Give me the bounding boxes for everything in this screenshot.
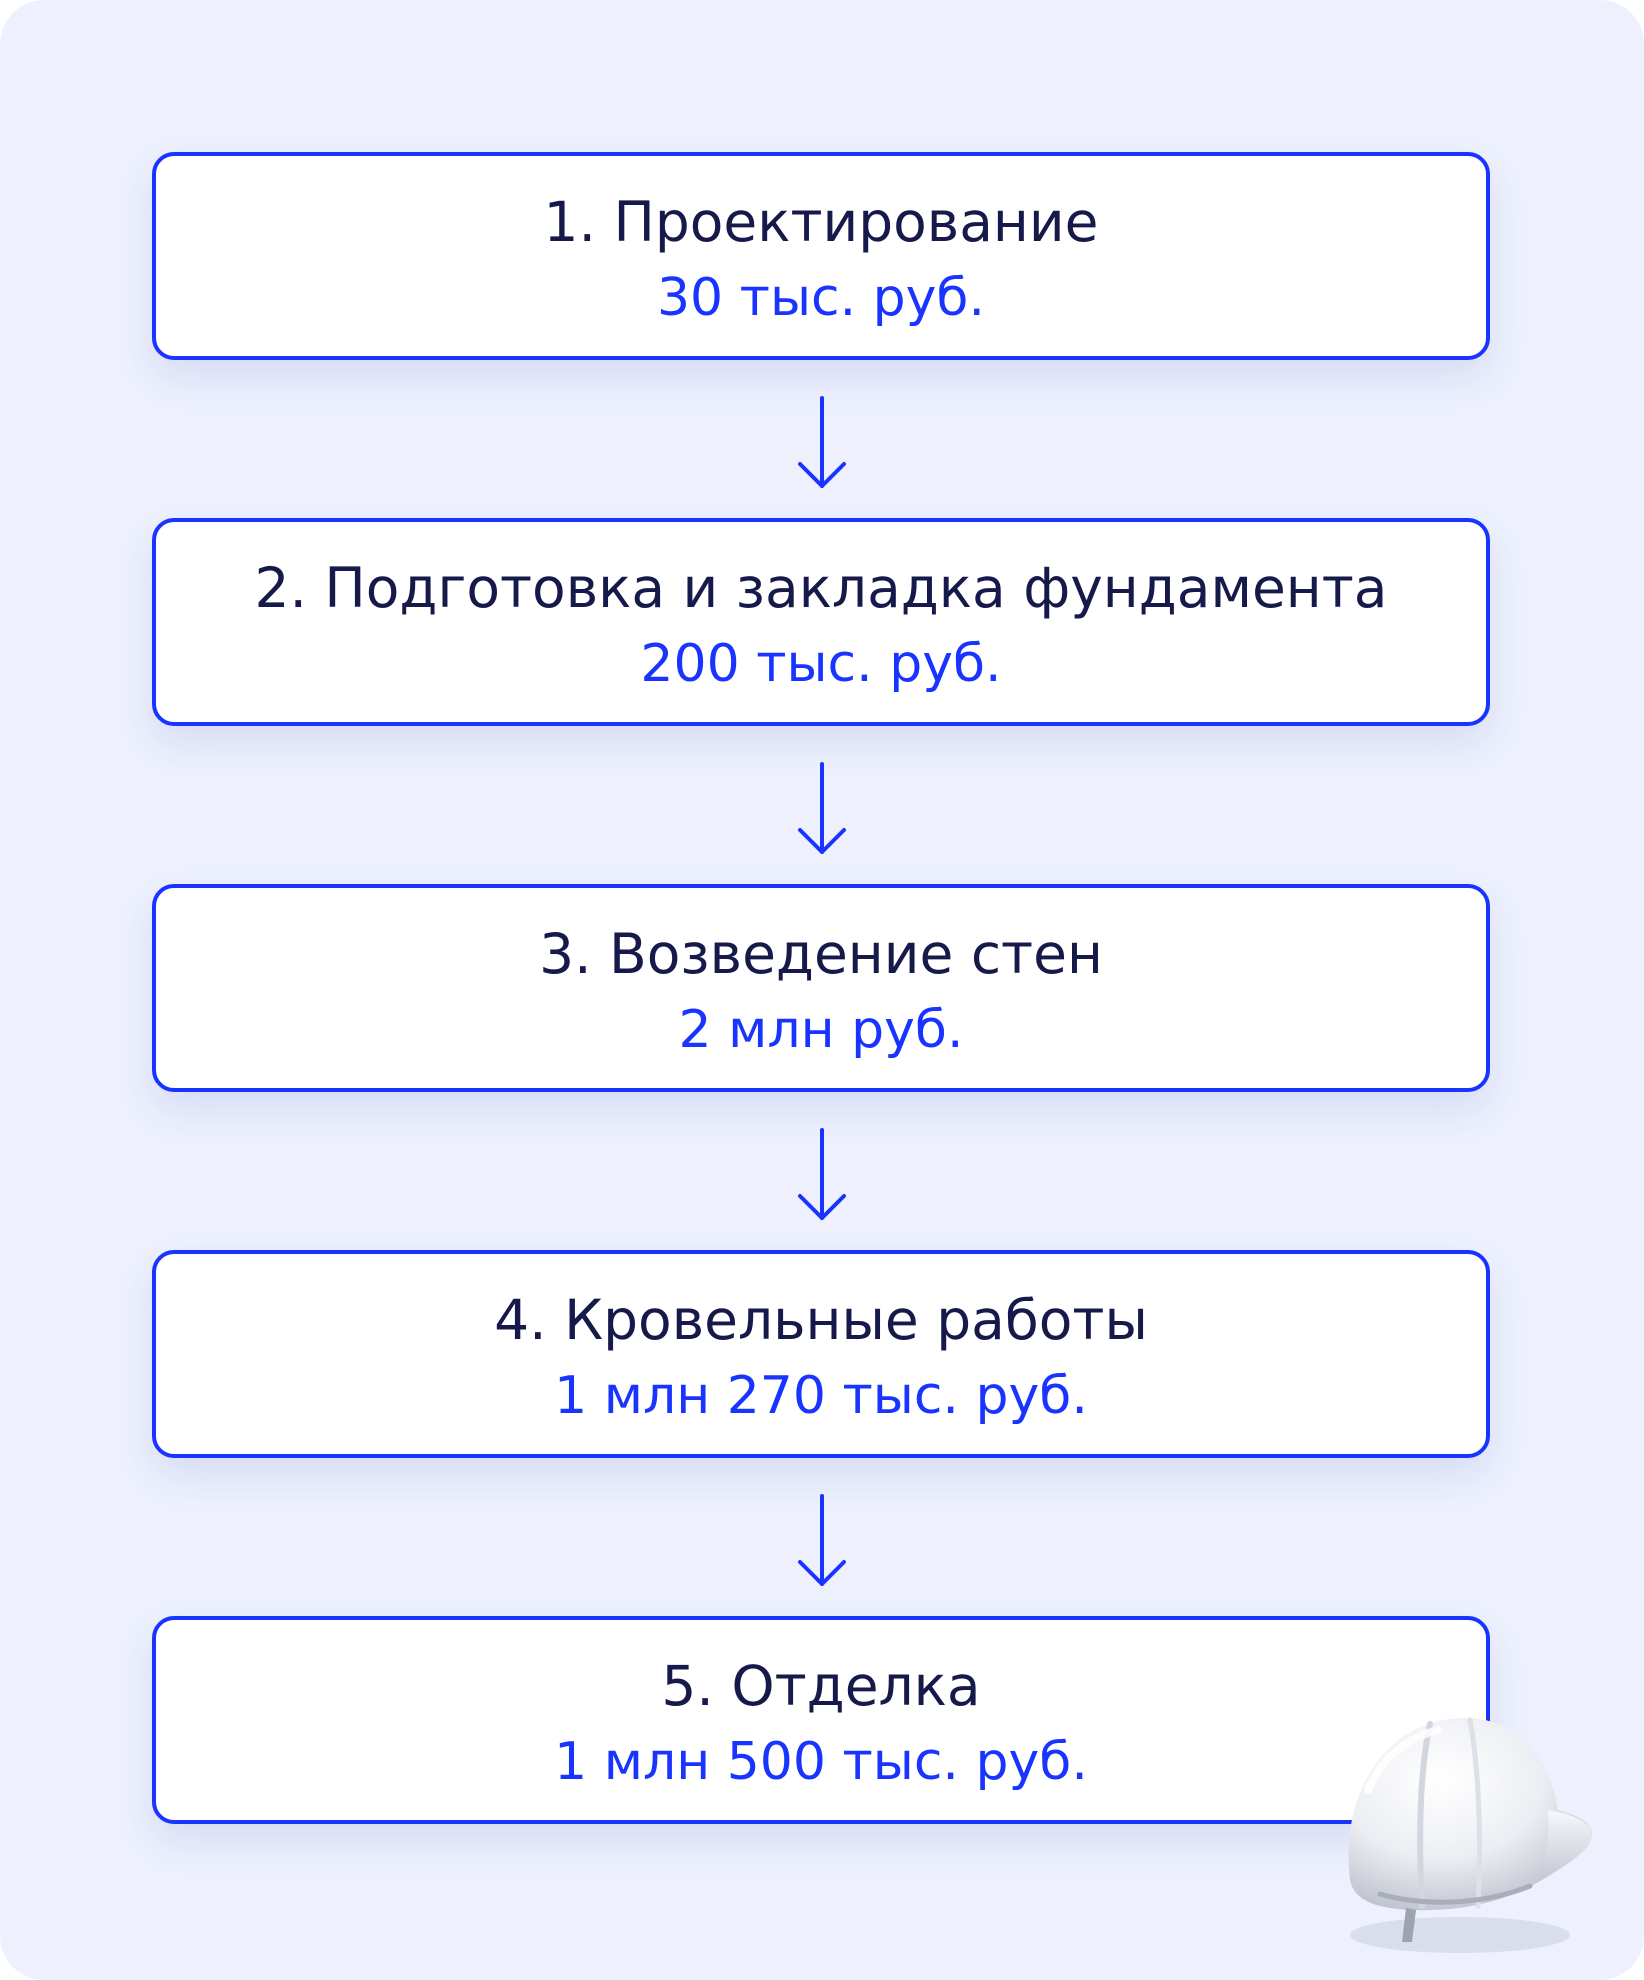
step-title: 1. Проектирование [543, 190, 1099, 254]
step-cost: 30 тыс. руб. [656, 268, 986, 328]
step-cost: 1 млн 270 тыс. руб. [554, 1366, 1088, 1426]
step-title: 5. Отделка [661, 1654, 981, 1718]
arrow-down-icon [798, 1128, 846, 1220]
step-cost: 1 млн 500 тыс. руб. [554, 1732, 1088, 1792]
arrow-down-icon [798, 396, 846, 488]
hard-hat-icon [1348, 1717, 1593, 1953]
arrow-down-icon [798, 1494, 846, 1586]
step-card-4: 4. Кровельные работы 1 млн 270 тыс. руб. [152, 1250, 1490, 1458]
step-card-2: 2. Подготовка и закладка фундамента 200 … [152, 518, 1490, 726]
step-card-5: 5. Отделка 1 млн 500 тыс. руб. [152, 1616, 1490, 1824]
step-title: 3. Возведение стен [539, 922, 1103, 986]
step-title: 2. Подготовка и закладка фундамента [254, 556, 1388, 620]
step-cost: 200 тыс. руб. [640, 634, 1002, 694]
step-card-3: 3. Возведение стен 2 млн руб. [152, 884, 1490, 1092]
step-card-1: 1. Проектирование 30 тыс. руб. [152, 152, 1490, 360]
arrow-down-icon [798, 762, 846, 854]
step-cost: 2 млн руб. [678, 1000, 964, 1060]
step-title: 4. Кровельные работы [494, 1288, 1148, 1352]
